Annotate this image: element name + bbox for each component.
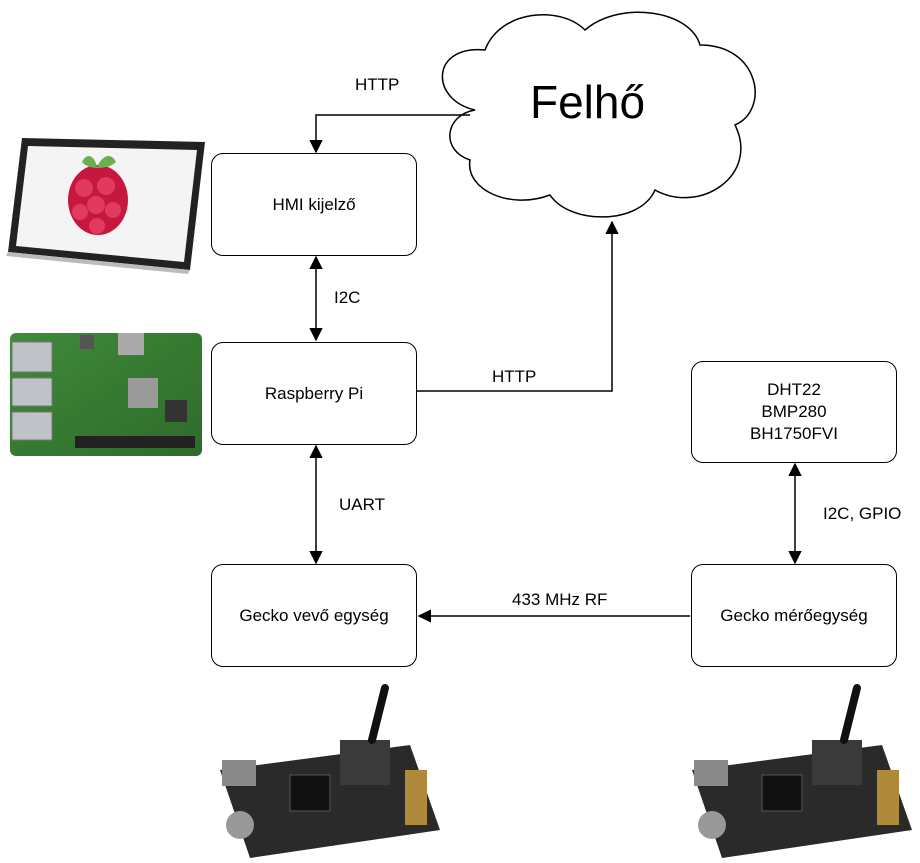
node-gecko-transmitter-label: Gecko mérőegység — [720, 605, 868, 625]
edge-label-rf-link: 433 MHz RF — [512, 590, 608, 609]
tablet-raspberry-display — [6, 138, 205, 274]
node-hmi-label: HMI kijelző — [272, 194, 356, 214]
node-gecko-transmitter: Gecko mérőegység — [691, 564, 897, 667]
node-gecko-receiver-label: Gecko vevő egység — [239, 605, 389, 625]
node-raspberry-pi: Raspberry Pi — [211, 342, 417, 445]
gecko-board-transmitter — [692, 684, 912, 858]
node-raspberry-pi-label: Raspberry Pi — [264, 383, 364, 403]
raspberry-pi-board — [10, 333, 202, 456]
sensor-bmp280: BMP280 — [761, 402, 827, 421]
sensor-bh1750fvi: BH1750FVI — [750, 424, 838, 443]
node-sensors: DHT22 BMP280 BH1750FVI — [691, 361, 897, 463]
cloud-label: Felhő — [530, 76, 646, 128]
node-hmi: HMI kijelző — [211, 153, 417, 256]
cloud-shape — [441, 11, 756, 218]
node-gecko-receiver: Gecko vevő egység — [211, 564, 417, 667]
edge-label-sensors-gecko: I2C, GPIO — [823, 504, 902, 523]
edge-label-cloud-hmi: HTTP — [355, 75, 400, 94]
edge-label-rpi-cloud: HTTP — [492, 367, 537, 386]
sensor-dht22: DHT22 — [767, 380, 821, 399]
edge-cloud-hmi — [309, 114, 470, 154]
gecko-board-receiver — [220, 684, 440, 858]
edge-label-rpi-gecko: UART — [339, 495, 385, 514]
edge-label-hmi-rpi: I2C — [334, 288, 361, 307]
edge-rpi-cloud — [417, 220, 619, 392]
